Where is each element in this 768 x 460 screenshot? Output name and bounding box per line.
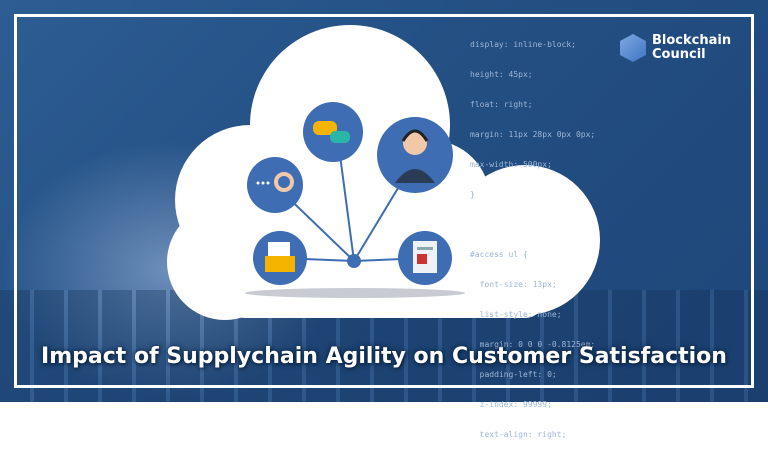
- code-line: height: 45px;: [470, 70, 533, 79]
- background-code: display: inline-block; height: 45px; flo…: [470, 20, 595, 460]
- report-document-icon: [398, 231, 452, 285]
- code-line: [470, 220, 595, 230]
- frame-left: [14, 14, 17, 388]
- logo-line-2: Council: [652, 47, 706, 62]
- frame-bottom: [14, 385, 754, 388]
- banner: display: inline-block; height: 45px; flo…: [0, 0, 768, 439]
- code-line: list-style: none;: [470, 310, 562, 319]
- code-line: #access ul {: [470, 250, 528, 259]
- code-line: margin: 11px 28px 0px 0px;: [470, 130, 596, 139]
- code-line: max-width: 500px;: [470, 160, 552, 169]
- code-line: margin: 0 0 0 -0.8125em;: [470, 340, 596, 349]
- chat-bubbles-icon: [303, 102, 363, 162]
- code-line: }: [470, 190, 475, 199]
- cube-logo-icon: [620, 34, 646, 62]
- ok-hand-icon: [247, 157, 303, 213]
- support-agent-icon: [377, 117, 453, 193]
- code-line: text-align: right;: [470, 430, 567, 439]
- cloud-shadow: [245, 288, 465, 298]
- code-line: float: right;: [470, 100, 533, 109]
- email-document-icon: [253, 231, 307, 285]
- code-line: font-size: 13px;: [470, 280, 557, 289]
- code-line: padding-left: 0;: [470, 370, 557, 379]
- code-line: display: inline-block;: [470, 40, 576, 49]
- frame-top: [14, 14, 754, 17]
- frame-right: [751, 14, 754, 388]
- logo-line-1: Blockchain: [652, 33, 732, 48]
- blockchain-council-logo: Blockchain Council: [620, 34, 731, 62]
- hub-node-icon: [347, 254, 361, 268]
- banner-title: Impact of Supplychain Agility on Custome…: [41, 344, 727, 369]
- cloud-illustration: [245, 102, 465, 298]
